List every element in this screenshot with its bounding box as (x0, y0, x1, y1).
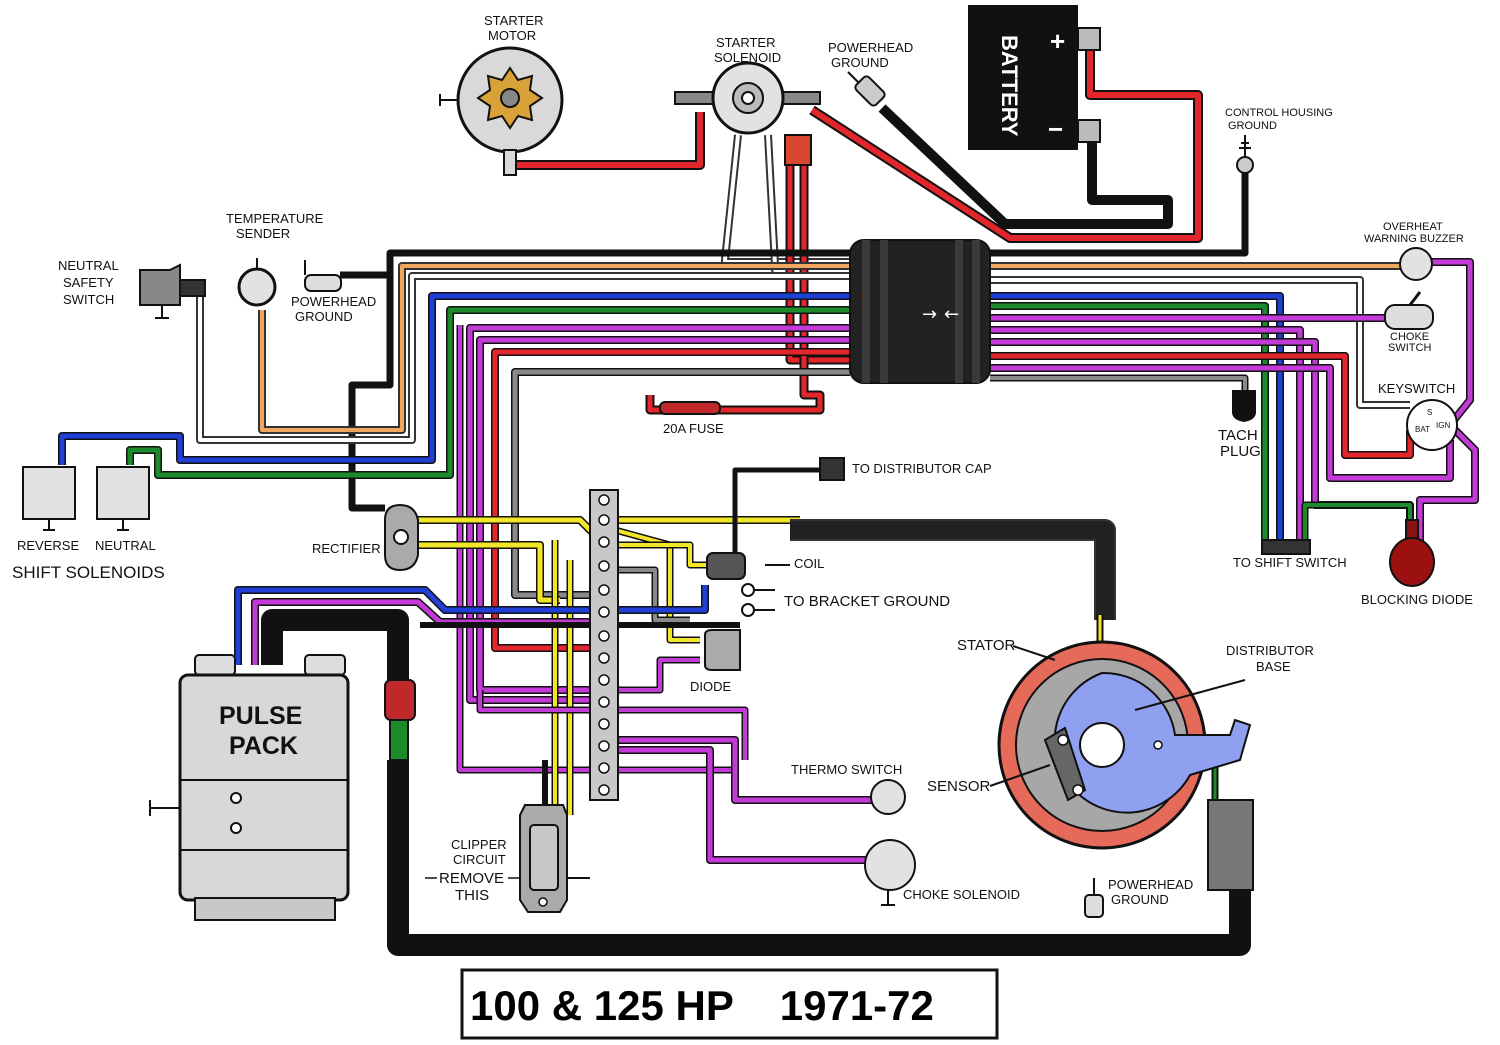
label-pulse-pack-1: PULSE (219, 702, 302, 730)
label-battery-plus: + (1050, 26, 1065, 56)
label-powerhead-ground-top-1: POWERHEAD (828, 40, 913, 55)
battery: BATTERY + − (968, 5, 1101, 150)
label-powerhead-ground-bottom-2: GROUND (1111, 892, 1169, 907)
distributor-connector (1207, 799, 1254, 891)
label-clipper-2: CIRCUIT (453, 852, 506, 867)
thermo-switch (870, 779, 906, 815)
shift-solenoid-neutral (96, 466, 150, 531)
control-housing-ground (1236, 135, 1254, 174)
label-thermo-switch: THERMO SWITCH (791, 762, 902, 777)
wire-gray-right (990, 374, 1249, 395)
label-bracket-ground: TO BRACKET GROUND (784, 593, 950, 610)
powerhead-ground-left (304, 260, 342, 292)
wire-black-control-housing (990, 165, 1249, 257)
choke-solenoid (864, 839, 916, 906)
label-battery-minus: − (1048, 114, 1063, 144)
label-key-bat: BAT (1415, 425, 1430, 434)
distributor-cap-connector (819, 457, 845, 481)
label-overheat-1: OVERHEAT (1383, 221, 1443, 233)
label-rectifier: RECTIFIER (312, 541, 381, 556)
sensor (1043, 726, 1087, 802)
label-fuse: 20A FUSE (663, 421, 724, 436)
label-clipper-4: THIS (455, 887, 489, 904)
wire-green-main (126, 306, 850, 479)
label-choke-switch-1: CHOKE (1390, 331, 1429, 343)
starter-motor (439, 46, 564, 176)
label-reverse: REVERSE (17, 538, 79, 553)
label-battery: BATTERY (997, 35, 1022, 137)
fuse-20a (659, 401, 721, 415)
label-key-ign: IGN (1436, 421, 1450, 430)
overheat-buzzer (1399, 247, 1433, 281)
wire-black-battery-negative (878, 104, 1173, 229)
arrow-left-icon: ← (944, 304, 959, 325)
label-clipper-1: CLIPPER (451, 837, 507, 852)
label-distributor-cap: TO DISTRIBUTOR CAP (852, 461, 992, 476)
tach-plug (1232, 390, 1256, 422)
label-coil: COIL (794, 556, 824, 571)
label-choke-solenoid: CHOKE SOLENOID (903, 887, 1020, 902)
label-powerhead-ground-left-2: GROUND (295, 309, 353, 324)
label-shift-solenoids: SHIFT SOLENOIDS (12, 563, 165, 582)
label-starter-solenoid-2: SOLENOID (714, 50, 781, 65)
label-pulse-pack-2: PACK (229, 732, 298, 760)
shift-solenoid-reverse (22, 466, 76, 531)
label-powerhead-ground-left-1: POWERHEAD (291, 294, 376, 309)
label-to-shift-switch: TO SHIFT SWITCH (1233, 555, 1347, 570)
diagram-title: 100 & 125 HP 1971-72 (460, 968, 999, 1040)
main-harness-connector: → ← (849, 239, 991, 384)
diode (704, 629, 741, 671)
clipper-circuit (519, 804, 590, 913)
label-distributor-base-1: DISTRIBUTOR (1226, 643, 1314, 658)
arrow-right-icon: → (922, 304, 937, 325)
label-temp-sender-2: SENDER (236, 226, 290, 241)
label-neutral: NEUTRAL (95, 538, 156, 553)
label-tach-plug-1: TACH (1218, 427, 1258, 444)
label-tach-plug-2: PLUG (1220, 443, 1261, 460)
blocking-diode (1389, 519, 1435, 587)
label-powerhead-ground-top-2: GROUND (831, 55, 889, 70)
pulse-pack: PULSE PACK (149, 654, 350, 921)
label-clipper-3: REMOVE (439, 870, 504, 887)
label-blocking-diode: BLOCKING DIODE (1361, 592, 1473, 607)
label-choke-switch-2: SWITCH (1388, 342, 1431, 354)
label-distributor-base-2: BASE (1256, 659, 1291, 674)
label-control-housing-2: GROUND (1228, 120, 1277, 132)
label-neutral-safety-1: NEUTRAL (58, 258, 119, 273)
label-stator: STATOR (957, 637, 1016, 654)
label-powerhead-ground-bottom-1: POWERHEAD (1108, 877, 1193, 892)
label-diode: DIODE (690, 679, 732, 694)
coil (706, 552, 746, 580)
label-starter-solenoid-1: STARTER (716, 35, 775, 50)
powerhead-ground-top (847, 71, 886, 107)
label-control-housing-1: CONTROL HOUSING (1225, 107, 1333, 119)
choke-switch (1384, 291, 1434, 330)
wires (58, 35, 1479, 956)
distributor-base (1053, 671, 1252, 814)
wire-black-bottom-loop (387, 760, 1251, 956)
label-keyswitch: KEYSWITCH (1378, 381, 1455, 396)
terminal-block (589, 489, 619, 801)
label-starter-motor-2: MOTOR (488, 28, 536, 43)
powerhead-ground-bottom (1084, 878, 1104, 918)
label-starter-motor-1: STARTER (484, 13, 543, 28)
label-neutral-safety-2: SAFETY (63, 275, 114, 290)
bracket-ground (741, 583, 775, 617)
temperature-sender (237, 258, 277, 307)
starter-solenoid (674, 61, 821, 166)
wire-yellow-rectifier (415, 516, 603, 543)
wire-black-main (340, 249, 850, 279)
label-sensor: SENSOR (927, 778, 991, 795)
red-connector (384, 679, 416, 761)
shift-switch-connector (1261, 539, 1311, 555)
keyswitch: S IGN BAT (1406, 399, 1458, 451)
title-text: 100 & 125 HP 1971-72 (470, 982, 934, 1029)
label-temp-sender-1: TEMPERATURE (226, 211, 324, 226)
label-overheat-2: WARNING BUZZER (1364, 233, 1464, 245)
neutral-safety-switch (139, 263, 206, 319)
label-neutral-safety-3: SWITCH (63, 292, 114, 307)
label-key-s: S (1427, 408, 1432, 417)
rectifier (384, 503, 419, 572)
